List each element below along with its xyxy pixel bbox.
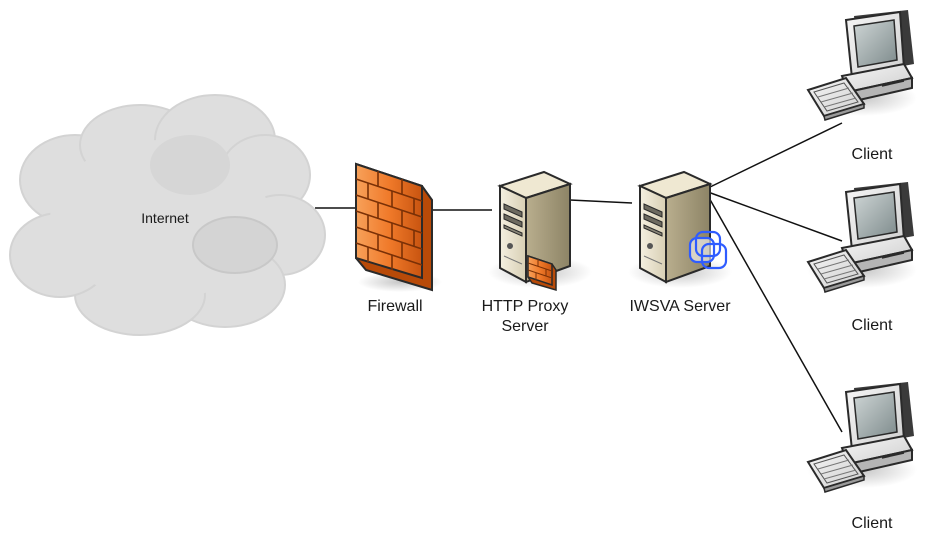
iwsva-label: IWSVA Server bbox=[629, 298, 731, 315]
iwsva-logo-icon bbox=[688, 230, 728, 270]
cloud-icon bbox=[9, 94, 326, 336]
internet-label: Internet bbox=[141, 210, 189, 226]
client-2-label: Client bbox=[851, 317, 893, 334]
http-proxy-label-line1: HTTP Proxy bbox=[481, 298, 569, 315]
brick-wall-icon bbox=[355, 162, 442, 292]
proxy-server-icon bbox=[487, 171, 593, 291]
client-2-computer-icon bbox=[806, 181, 918, 293]
connection-lines bbox=[315, 122, 843, 433]
link-iwsva-client-3 bbox=[707, 195, 843, 433]
client-1-label: Client bbox=[851, 146, 893, 163]
link-iwsva-client-1 bbox=[707, 122, 843, 189]
link-proxy-iwsva bbox=[569, 199, 633, 204]
iwsva-server-icon bbox=[627, 171, 733, 289]
http-proxy-label-line2: Server bbox=[501, 318, 549, 335]
mini-firewall-icon bbox=[527, 254, 557, 291]
link-iwsva-client-2 bbox=[707, 191, 843, 242]
firewall-label: Firewall bbox=[367, 298, 423, 315]
client-1-computer-icon bbox=[806, 9, 918, 121]
client-3-label: Client bbox=[851, 515, 893, 532]
